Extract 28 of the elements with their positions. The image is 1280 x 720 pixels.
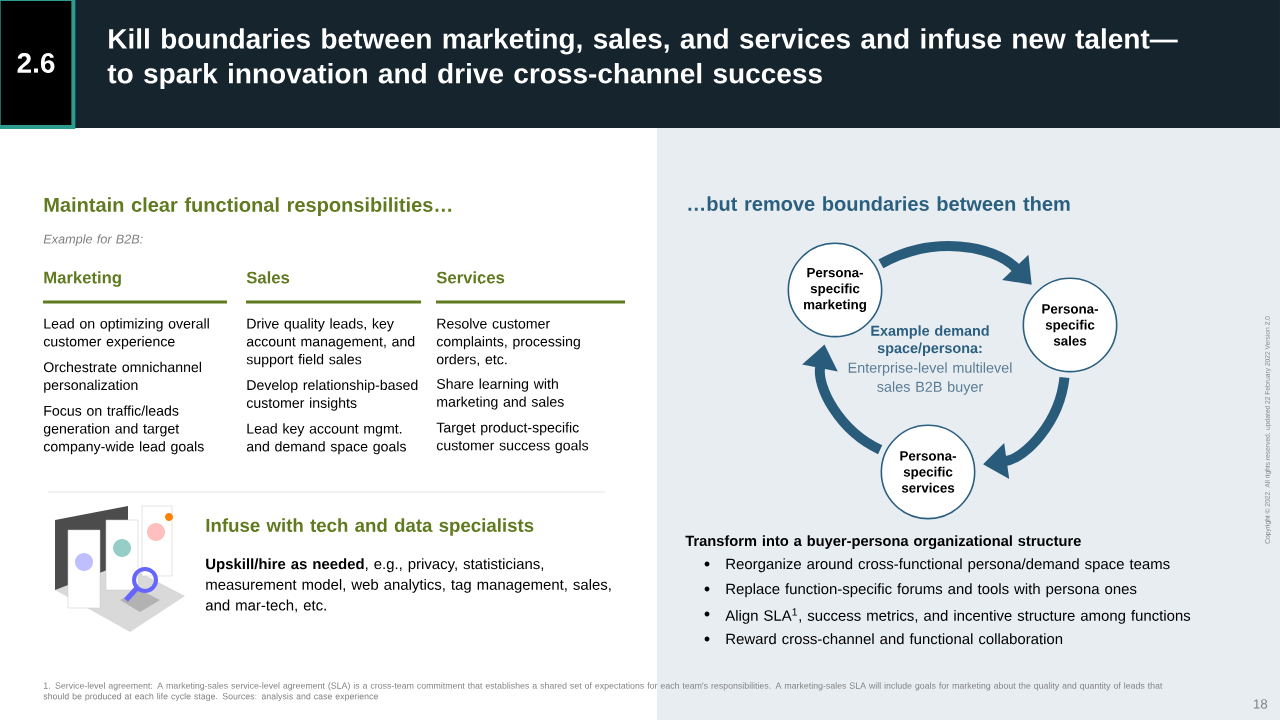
title: Kill boundaries between marketing, sales, and services and infuse new talent—to spark innovation and drive cross-channel success bbox=[107, 28, 1178, 89]
list-heading: Transform into a buyer-persona organizational structure bbox=[685, 535, 1081, 549]
table-cell: Drive quality leads, key account management, and support field sales bbox=[246, 318, 415, 368]
footnote: 1. Service-level agreement: A marketing-sales service-level agreement (SLA) is a cross-team commitment that establishes a shared set of expectations for each team's responsibilities. A marketing-sales SLA will include goals for marketing about the quality and quantity of leads that should be produced at each life cycle stage. Sources: analysis and case experience bbox=[43, 682, 1163, 702]
column-heading: Marketing bbox=[44, 271, 121, 287]
section-number-box: 2.6 bbox=[0, 0, 76, 129]
bullet-text: Reward cross-channel and functional collaboration bbox=[726, 633, 1063, 645]
bullet-text: Align SLA$^{1}$, success metrics, and incentive structure among functions bbox=[725, 608, 1191, 624]
table-cell: Lead on optimizing overall customer experience bbox=[43, 318, 209, 350]
section-heading: Infuse with tech and data specialists bbox=[206, 518, 534, 536]
table-cell: Target product-specific customer success goals bbox=[436, 422, 589, 454]
table-cell: Lead key account mgmt. and demand space goals bbox=[246, 423, 406, 455]
column-heading: Sales bbox=[246, 271, 290, 284]
table-cell: Share learning with marketing and sales bbox=[436, 378, 564, 410]
body-text: Upskill/hire as needed, e.g., privacy, statisticians, measurement model, web analytics, tag management, sales, and mar-tech, etc. bbox=[205, 558, 611, 613]
note-text: Example for B2B: bbox=[43, 234, 143, 247]
table-cell: Focus on traffic/leads generation and target company-wide lead goals bbox=[43, 405, 204, 455]
table-cell: Resolve customer complaints, processing orders, etc. bbox=[436, 318, 580, 366]
column-heading: Services bbox=[436, 271, 505, 284]
cycle-arrow bbox=[878, 241, 1032, 285]
table-cell: Orchestrate omnichannel personalization bbox=[43, 361, 201, 393]
bullet-text: Reorganize around cross-functional persona/demand space teams bbox=[726, 558, 1170, 573]
center-text: Enterprise-level multilevel sales B2B buyer bbox=[848, 362, 1012, 395]
section-heading: Maintain clear functional responsibilities… bbox=[44, 197, 452, 216]
bullet-text: Replace function-specific forums and tools with persona ones bbox=[726, 583, 1137, 598]
table-cell: Develop relationship-based customer insights bbox=[246, 379, 418, 411]
page-number: 18 bbox=[1253, 699, 1268, 709]
section-heading: …but remove boundaries between them bbox=[688, 196, 1070, 211]
